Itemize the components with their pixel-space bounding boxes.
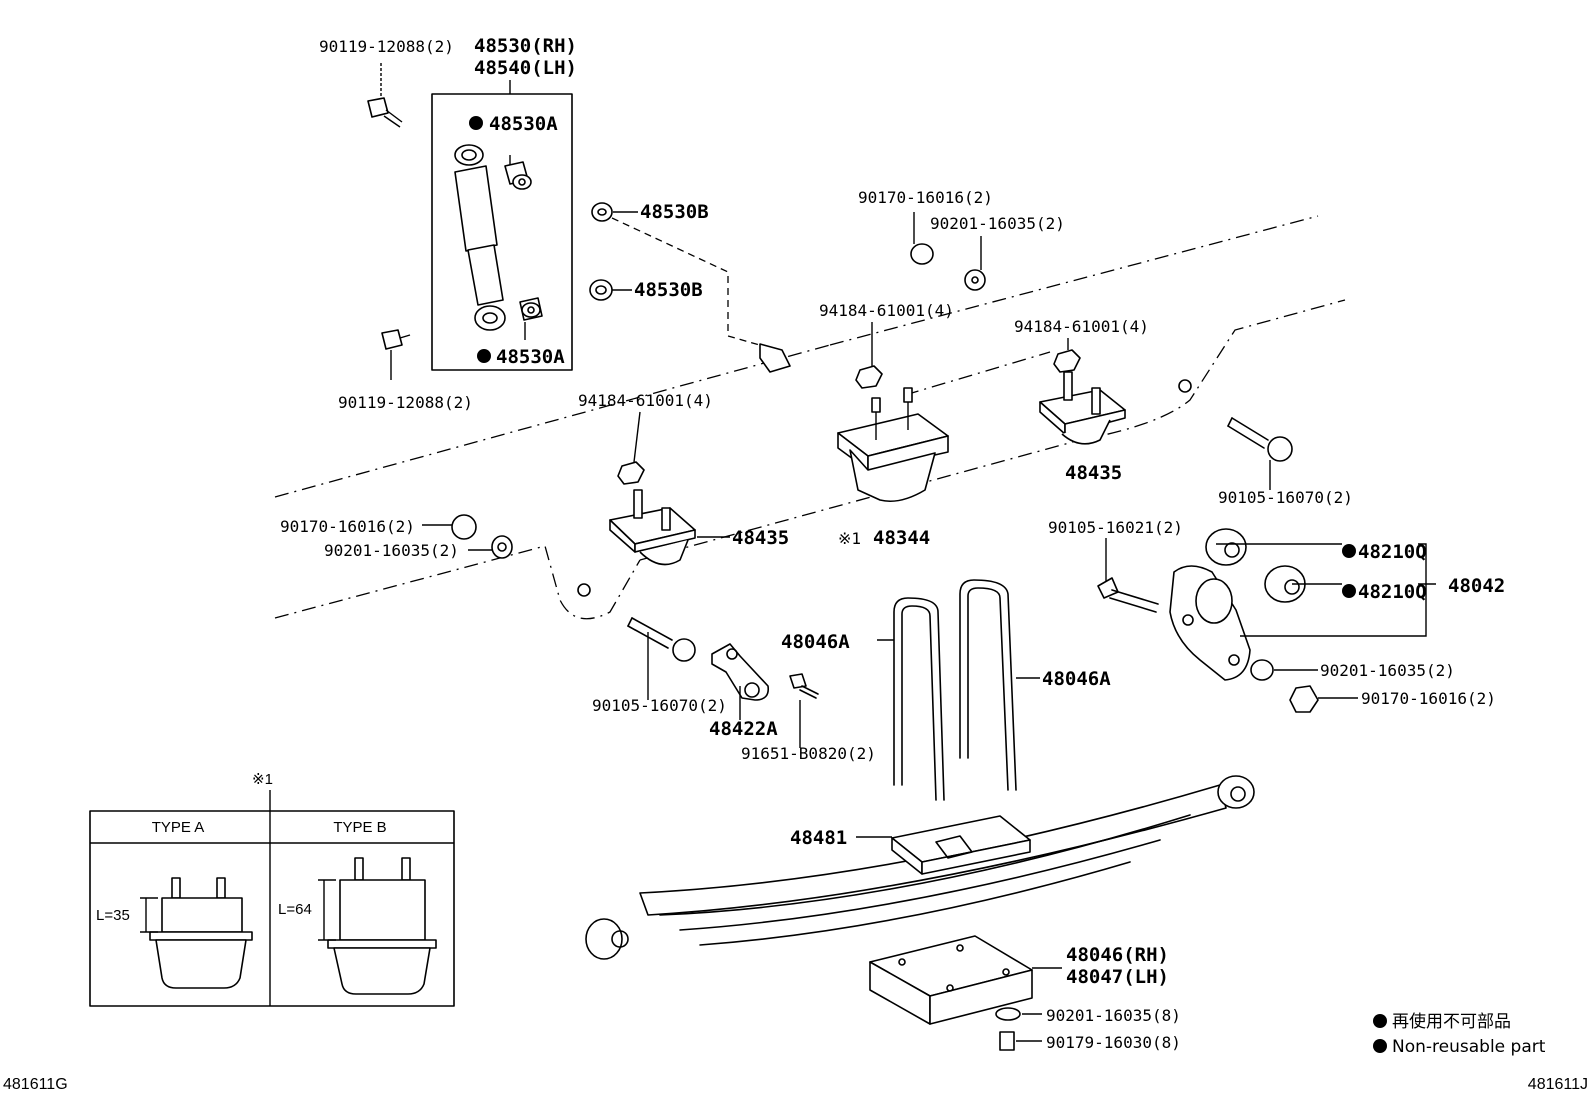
shackle-icon [1169, 528, 1436, 681]
label-ubolt-left: 48046A [781, 631, 850, 653]
label-washer-shackle: 90201-16035(2) [1320, 661, 1455, 680]
label-bracket-right: 48435 [1065, 462, 1122, 484]
u-bolt-icon [877, 579, 1040, 801]
bushing-a-bottom-icon [519, 297, 543, 321]
washer-icon [1250, 659, 1318, 681]
label-washer-bottom: 90201-16035(8) [1046, 1006, 1181, 1025]
label-bolt-left: 90105-16070(2) [592, 696, 727, 715]
nut-icon [617, 411, 645, 485]
nut-icon [855, 322, 883, 389]
shock-absorber-box [431, 93, 573, 371]
label-bushing-b-top: 48530B [640, 201, 709, 223]
label-nut-left: 94184-61001(4) [578, 391, 713, 410]
nut-icon [1289, 685, 1358, 713]
label-nut-mid-b: 94184-61001(4) [1014, 317, 1149, 336]
diagram-id-left: 481611G [3, 1076, 68, 1093]
washer-icon [964, 236, 986, 291]
label-bushing-b-mid: 48530B [634, 279, 703, 301]
label-nut-top: 90170-16016(2) [858, 188, 993, 207]
bushing-a-top-icon [504, 161, 532, 190]
label-spacer: 48481 [790, 827, 847, 849]
legend-en: Non-reusable part [1392, 1037, 1546, 1057]
label-nut-bottom: 90179-16030(8) [1046, 1033, 1181, 1052]
inset-dim-a: L=35 [96, 907, 130, 924]
non-reusable-dot-icon [1373, 1039, 1387, 1053]
diagram-id-right: 481611J [1528, 1076, 1588, 1093]
non-reusable-dot-icon [477, 349, 491, 363]
shock-absorber-group [431, 80, 573, 371]
bolt-icon [789, 673, 819, 748]
bolt-icon [627, 617, 696, 700]
label-bushing-a-bottom: 48530A [496, 346, 565, 368]
bolt-icon [1227, 417, 1293, 490]
bracket-icon [609, 489, 730, 566]
label-bumper-note: ※1 [838, 529, 861, 548]
nut-icon [1053, 338, 1081, 373]
bolt-icon [367, 63, 403, 128]
inset-type-a: TYPE A [152, 819, 205, 836]
label-bolt-top-a: 90119-12088(2) [319, 37, 454, 56]
inset-mark: ※1 [252, 771, 273, 788]
label-seat-lh: 48047(LH) [1066, 966, 1169, 988]
inset-type-table: ※1 TYPE A TYPE B L=35 [89, 771, 455, 1007]
label-bushing-a-top: 48530A [489, 113, 558, 135]
label-shackle: 48042 [1448, 575, 1505, 597]
bushing-b-icon [589, 202, 791, 373]
spacer-icon [856, 815, 1031, 875]
label-bushing-q-top: 48210Q [1358, 541, 1427, 563]
washer-icon [995, 1007, 1042, 1021]
label-seat-rh: 48046(RH) [1066, 944, 1169, 966]
nut-icon [910, 212, 934, 265]
non-reusable-dot-icon [1342, 584, 1356, 598]
bolt-icon [1097, 538, 1159, 613]
inset-type-b: TYPE B [333, 819, 386, 836]
inset-dim-b: L=64 [278, 901, 312, 918]
label-nut-mid-a: 94184-61001(4) [819, 301, 954, 320]
legend: 再使用不可部品 Non-reusable part [1373, 1011, 1546, 1057]
label-bushing-q-bottom: 48210Q [1358, 581, 1427, 603]
frame-rail [274, 215, 1346, 620]
bolt-icon [381, 329, 411, 380]
label-shock-lh: 48540(LH) [474, 57, 577, 79]
label-washer-top: 90201-16035(2) [930, 214, 1065, 233]
label-bolt-right: 90105-16070(2) [1218, 488, 1353, 507]
label-nut-shackle: 90170-16016(2) [1361, 689, 1496, 708]
label-bumper: 48344 [873, 527, 930, 549]
label-bolt-top-b: 90119-12088(2) [338, 393, 473, 412]
non-reusable-dot-icon [1342, 544, 1356, 558]
bumper-type-b-icon [318, 857, 437, 995]
label-washer-left: 90201-16035(2) [324, 541, 459, 560]
bracket-icon [1039, 371, 1126, 445]
label-bracket-small: 48422A [709, 718, 778, 740]
label-ubolt-right: 48046A [1042, 668, 1111, 690]
non-reusable-dot-icon [1373, 1014, 1387, 1028]
label-shock-rh: 48530(RH) [474, 35, 577, 57]
label-bracket-left: 48435 [732, 527, 789, 549]
shock-absorber-icon [454, 144, 506, 331]
non-reusable-dot-icon [469, 116, 483, 130]
nut-icon [999, 1031, 1042, 1051]
bracket-small-icon [711, 643, 770, 720]
bumper-type-a-icon [140, 877, 253, 989]
label-bolt-small: 91651-B0820(2) [741, 744, 876, 763]
washer-icon [468, 535, 513, 559]
label-bolt-shackle: 90105-16021(2) [1048, 518, 1183, 537]
nut-icon [422, 514, 477, 540]
legend-jp: 再使用不可部品 [1392, 1011, 1511, 1032]
label-nut-left2: 90170-16016(2) [280, 517, 415, 536]
leaf-spring-icon [585, 775, 1255, 960]
bumper-icon [837, 387, 949, 503]
spring-seat-icon [869, 935, 1033, 1025]
